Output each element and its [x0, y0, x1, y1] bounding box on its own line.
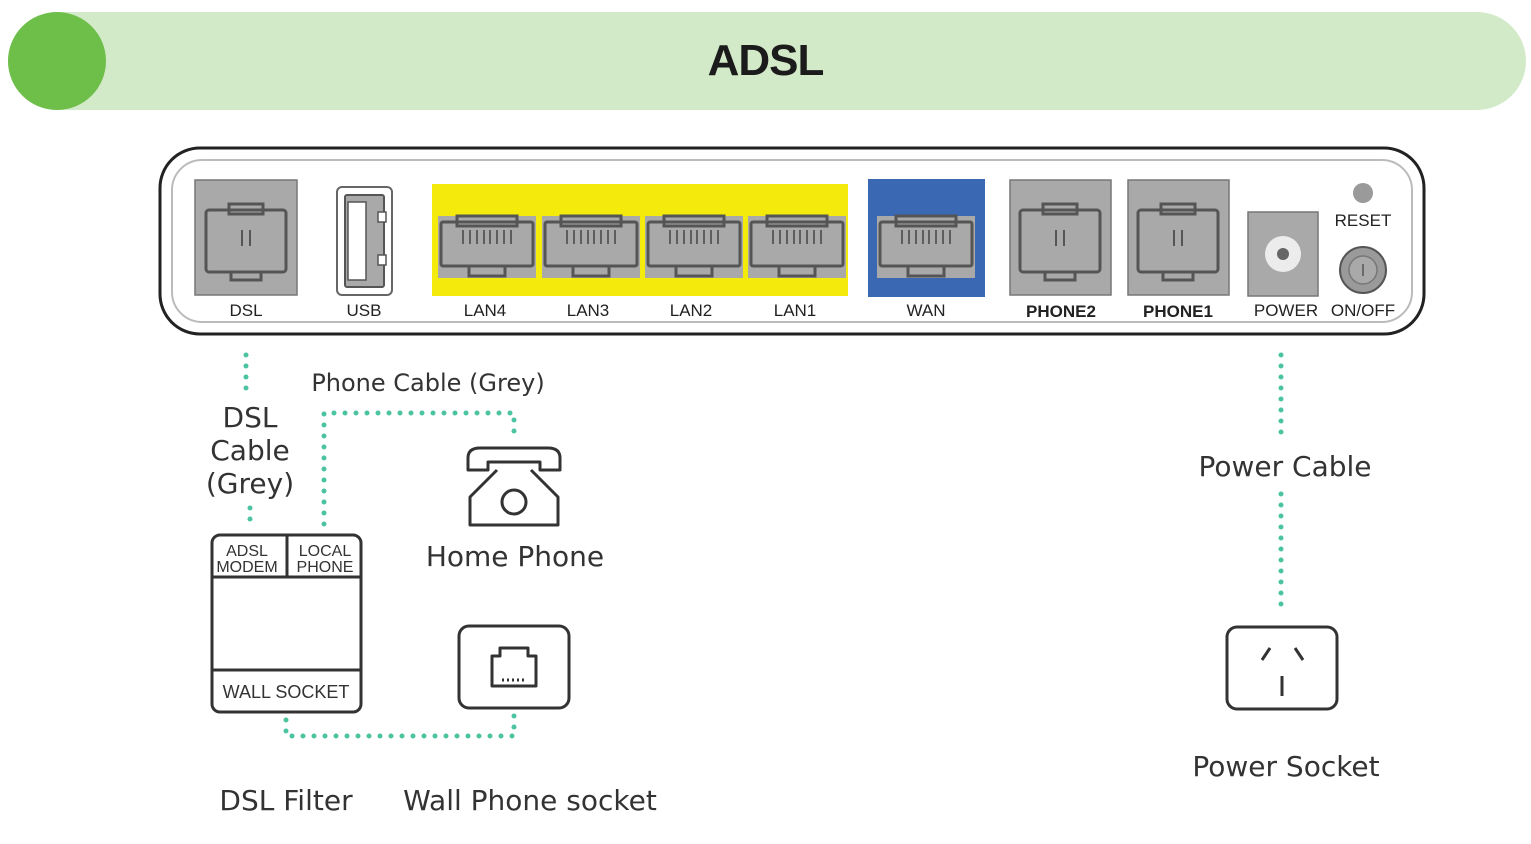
dsl-port-label: DSL	[229, 301, 262, 320]
phone1-port	[1127, 179, 1230, 296]
lan2-port-label: LAN2	[670, 301, 713, 320]
power-cable-label: Power Cable	[1198, 450, 1371, 483]
power-jack-label: POWER	[1254, 301, 1318, 320]
power-socket-label: Power Socket	[1192, 750, 1379, 783]
lan1-port-label: LAN1	[774, 301, 817, 320]
lan4-port	[438, 214, 536, 278]
phone2-port-label: PHONE2	[1026, 302, 1096, 321]
page-title: ADSL	[707, 36, 825, 85]
filter-local-phone-label-1: LOCAL	[299, 543, 352, 560]
dsl-port	[194, 179, 298, 296]
filter-adsl-modem-label-2: MODEM	[216, 559, 277, 576]
wall-phone-socket-icon	[457, 624, 571, 710]
title-banner	[8, 12, 1526, 110]
wan-port-label: WAN	[906, 301, 945, 320]
phone-cable-label: Phone Cable (Grey)	[311, 369, 544, 397]
home-phone-label: Home Phone	[426, 540, 604, 573]
dsl-filter-label: DSL Filter	[219, 784, 353, 817]
telephone-icon	[466, 446, 562, 527]
filter-wall-socket-label: WALL SOCKET	[223, 682, 350, 702]
dsl-cable-label-line2: Cable	[210, 434, 290, 467]
dsl-cable-label-line3: (Grey)	[206, 467, 294, 500]
usb-port-label: USB	[347, 301, 382, 320]
wall-cable-line	[283, 707, 517, 739]
phone2-port	[1009, 179, 1112, 296]
reset-button	[1353, 183, 1373, 203]
lan2-port	[645, 214, 743, 278]
power-jack	[1247, 211, 1319, 297]
lan1-port	[748, 214, 846, 278]
reset-label: RESET	[1335, 211, 1392, 230]
lan3-port-label: LAN3	[567, 301, 610, 320]
phone1-port-label: PHONE1	[1143, 302, 1213, 321]
on-off-label: ON/OFF	[1331, 301, 1395, 320]
banner-accent-dot	[8, 12, 106, 110]
dsl-filter	[210, 533, 363, 714]
filter-adsl-modem-label-1: ADSL	[226, 543, 268, 560]
lan3-port	[542, 214, 640, 278]
wan-port	[877, 214, 975, 278]
filter-local-phone-label-2: PHONE	[297, 559, 354, 576]
on-off-button	[1339, 246, 1387, 294]
cable-dots	[243, 352, 1284, 739]
wall-phone-socket-label: Wall Phone socket	[403, 784, 657, 817]
lan4-port-label: LAN4	[464, 301, 507, 320]
dsl-cable-label-line1: DSL	[223, 401, 278, 434]
usb-port	[336, 186, 393, 296]
phone-cable-line	[321, 410, 517, 527]
power-socket-icon	[1225, 625, 1339, 711]
